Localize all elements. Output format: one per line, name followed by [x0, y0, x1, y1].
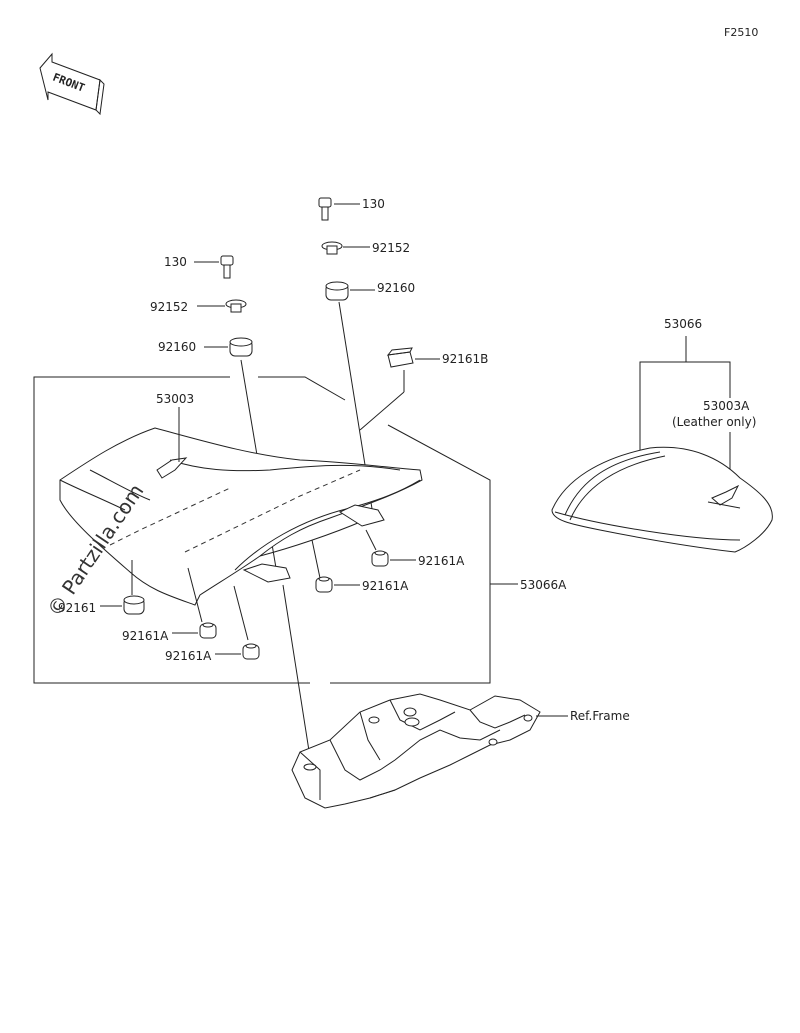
stopper-a-4 [242, 643, 260, 660]
stopper [123, 595, 145, 615]
callout-stopper-a-3: 92161A [122, 629, 169, 643]
frame [291, 693, 541, 809]
damper-left [229, 337, 253, 357]
callout-seat-assy: 53066A [520, 578, 567, 592]
callout-seat-front: 53003 [156, 392, 194, 406]
bolt-left [220, 255, 234, 279]
figure-code: F2510 [724, 26, 758, 39]
stopper-a-3 [199, 622, 217, 639]
callout-bolt-right: 130 [362, 197, 385, 211]
callout-damper-left: 92160 [158, 340, 196, 354]
callout-damper-right: 92160 [377, 281, 415, 295]
callout-rear-seat-assy: 53066 [664, 317, 702, 331]
callout-stopper-a-4: 92161A [165, 649, 212, 663]
callout-ref-frame: Ref.Frame [570, 709, 630, 723]
stopper-a-1 [371, 550, 389, 567]
stopper-a-2 [315, 576, 333, 593]
callout-bolt-left: 130 [164, 255, 187, 269]
callout-washer-left: 92152 [150, 300, 188, 314]
seat-assy-boundary [33, 376, 310, 684]
callout-stopper-b: 92161B [442, 352, 488, 366]
callout-rear-seat-note: (Leather only) [672, 415, 756, 429]
bolt-right [318, 197, 332, 221]
front-arrow-icon: FRONT [39, 52, 105, 116]
callout-stopper-a-1: 92161A [418, 554, 465, 568]
washer-left [225, 299, 247, 313]
callout-stopper: 92161 [58, 601, 96, 615]
callout-washer-right: 92152 [372, 241, 410, 255]
rear-seat [551, 446, 773, 553]
callout-stopper-a-2: 92161A [362, 579, 409, 593]
stopper-b [386, 347, 414, 368]
front-seat [59, 427, 423, 641]
washer-right [321, 241, 343, 255]
callout-rear-seat-cover: 53003A [703, 399, 750, 413]
damper-right [325, 281, 349, 301]
